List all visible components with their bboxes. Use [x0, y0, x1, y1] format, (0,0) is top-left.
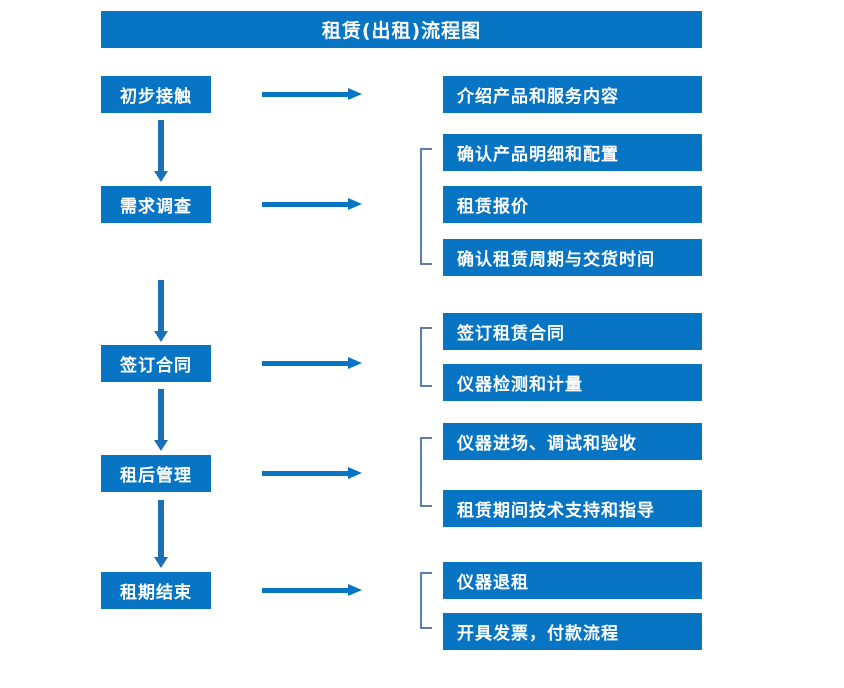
right-arrow-1-head — [348, 88, 362, 100]
down-arrow-1-head — [154, 171, 168, 182]
detail-box-4[interactable]: 确认租赁周期与交货时间 — [443, 239, 702, 276]
right-arrow-4 — [262, 467, 362, 479]
down-arrow-1-shaft — [158, 120, 164, 171]
right-arrow-1-shaft — [262, 92, 350, 97]
group-bracket-needs — [420, 148, 432, 265]
detail-box-10[interactable]: 开具发票，付款流程 — [443, 613, 702, 650]
detail-box-1[interactable]: 介绍产品和服务内容 — [443, 76, 702, 113]
down-arrow-2 — [154, 280, 168, 342]
right-arrow-2 — [262, 198, 362, 210]
right-arrow-5-head — [348, 584, 362, 596]
group-bracket-closing — [420, 572, 432, 629]
detail-box-9[interactable]: 仪器退租 — [443, 562, 702, 599]
right-arrow-2-head — [348, 198, 362, 210]
down-arrow-2-head — [154, 331, 168, 342]
right-arrow-5-shaft — [262, 588, 350, 593]
stage-box-2[interactable]: 需求调查 — [101, 186, 211, 223]
down-arrow-4-head — [154, 557, 168, 568]
right-arrow-1 — [262, 88, 362, 100]
down-arrow-3 — [154, 389, 168, 451]
right-arrow-5 — [262, 584, 362, 596]
detail-box-7[interactable]: 仪器进场、调试和验收 — [443, 423, 702, 460]
detail-box-5[interactable]: 签订租赁合同 — [443, 313, 702, 350]
down-arrow-4-shaft — [158, 500, 164, 557]
right-arrow-2-shaft — [262, 202, 350, 207]
down-arrow-4 — [154, 500, 168, 568]
group-bracket-contract — [420, 327, 432, 387]
down-arrow-1 — [154, 120, 168, 182]
group-bracket-aftercare — [420, 437, 432, 507]
detail-box-6[interactable]: 仪器检测和计量 — [443, 364, 702, 401]
diagram-title: 租赁(出租)流程图 — [101, 11, 702, 48]
detail-box-2[interactable]: 确认产品明细和配置 — [443, 134, 702, 171]
right-arrow-3 — [262, 357, 362, 369]
right-arrow-3-shaft — [262, 361, 350, 366]
right-arrow-4-head — [348, 467, 362, 479]
detail-box-8[interactable]: 租赁期间技术支持和指导 — [443, 490, 702, 527]
down-arrow-3-head — [154, 440, 168, 451]
stage-box-3[interactable]: 签订合同 — [101, 345, 211, 382]
down-arrow-2-shaft — [158, 280, 164, 331]
detail-box-3[interactable]: 租赁报价 — [443, 186, 702, 223]
right-arrow-3-head — [348, 357, 362, 369]
right-arrow-4-shaft — [262, 471, 350, 476]
down-arrow-3-shaft — [158, 389, 164, 440]
stage-box-4[interactable]: 租后管理 — [101, 455, 211, 492]
stage-box-1[interactable]: 初步接触 — [101, 76, 211, 113]
stage-box-5[interactable]: 租期结束 — [101, 572, 211, 609]
